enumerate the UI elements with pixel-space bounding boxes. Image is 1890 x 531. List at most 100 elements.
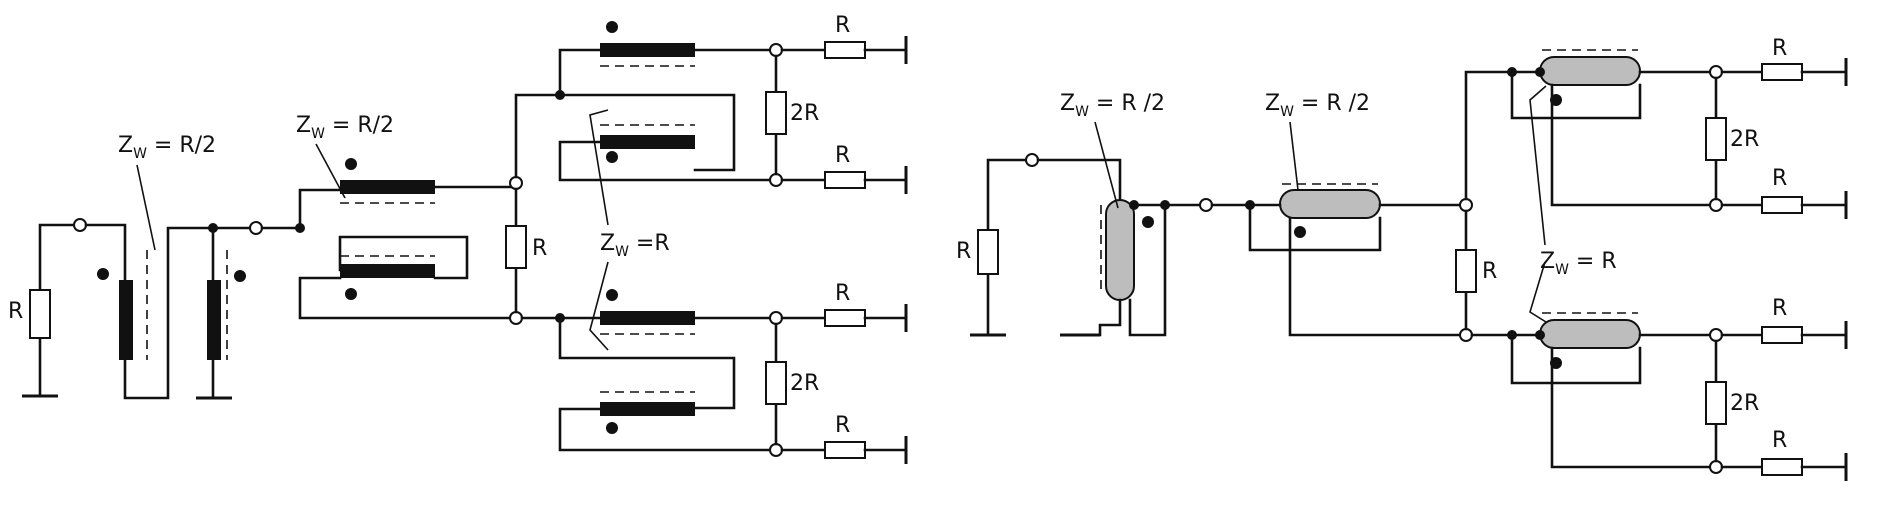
right-input-terminal [1025,153,1039,167]
left-input-terminal [73,218,87,232]
right-s2a-out-bottom [1550,83,1718,207]
left-stage1-bottom-wire [298,276,518,320]
right-circuit: R ZW = R /2 ZW = R /2 [956,36,1848,481]
left-mid-terminal-top [509,176,523,190]
left-out2-label: R [835,143,850,168]
left-stage1-dot-top [345,158,357,170]
right-bridge-top-resistor [1705,117,1727,161]
right-source-resistor-label: R [956,239,971,264]
right-mid-terminal-top [1459,198,1473,212]
left-out1-label: R [835,13,850,38]
right-zw-leader-1 [1094,121,1119,209]
left-out3-label: R [835,281,850,306]
right-out4-label: R [1772,428,1787,453]
right-s2a-junction [1535,67,1545,77]
right-zw-leader-3b [1529,261,1547,323]
left-s2b-core [600,135,695,149]
right-s2a-loop [1510,70,1642,120]
left-s2d-loop [558,316,736,410]
right-stage1-out-bottom [1288,216,1468,337]
left-out-terminal-3 [769,311,783,325]
right-mid-resistor [1455,249,1477,293]
right-out2-resistor [1761,196,1803,214]
left-mid-resistor-label: R [532,236,547,261]
left-zw-label-2: ZW = R/2 [296,113,394,142]
left-out-terminal-2 [769,173,783,187]
right-zw-label-3: ZW = R [1540,249,1617,278]
left-s2c-core [600,311,695,325]
left-zw-leader-3a [589,109,609,226]
right-out-terminal-4 [1709,460,1723,474]
left-circuit: ZW = R/2 ZW = R/2 R [8,13,908,464]
left-balun-core-1 [119,280,133,360]
left-input-wire [84,223,127,292]
left-bridge-bottom-label: 2R [790,371,819,396]
left-bridge-top-resistor [765,91,787,135]
right-source-wire [986,158,1028,337]
left-out2-resistor [824,171,866,189]
left-bridge-bottom-resistor [765,361,787,405]
right-zw-leader-3a [1529,85,1547,246]
right-out1-label: R [1772,36,1787,61]
left-s2d-core [600,402,695,416]
right-stage1-coax [1279,189,1381,219]
right-zw-label-2: ZW = R /2 [1265,91,1370,120]
left-stage1-bottom-loop [338,235,469,280]
right-stage1-loop [1248,203,1382,252]
left-balun-core-2 [207,280,221,360]
left-s2b-dot [606,151,618,163]
right-input-wire [1036,158,1122,202]
left-out4-resistor [824,441,866,459]
left-stage1-core-bottom [340,264,435,278]
left-source-resistor-label: R [8,299,23,324]
right-out-terminal-2 [1709,198,1723,212]
right-balun-ground-wire [1098,298,1122,337]
right-node-terminal [1199,198,1213,212]
left-stage1-top-wire [298,188,342,230]
left-out3-resistor [824,309,866,327]
left-s2b-wire [558,140,778,182]
left-out-terminal-4 [769,443,783,457]
left-s2a-wire [558,48,602,97]
left-stage1-dot-bottom [345,288,357,300]
right-zw-label-1: ZW = R /2 [1060,91,1165,120]
right-upper-bus [1464,70,1514,201]
right-s2b-loop [1510,333,1642,385]
right-balun-coax [1105,199,1135,301]
right-source-resistor [977,229,999,275]
left-mid-resistor [505,225,527,269]
left-zw-label-1: ZW = R/2 [118,133,216,162]
left-balun-loop [123,226,217,400]
right-bridge-bottom-label: 2R [1730,391,1759,416]
left-s2b-loop [558,93,736,172]
left-mid-terminal-bottom [509,311,523,325]
left-upper-bus [514,93,562,179]
right-s2b-out-bottom [1550,346,1718,469]
left-balun-dot-1 [97,268,109,280]
right-s2a-coax [1539,56,1641,86]
left-node-terminal [249,221,263,235]
left-out1-resistor [824,41,866,59]
left-zw-label-3: ZW =R [600,231,670,260]
right-mid-terminal-bottom [1459,328,1473,342]
right-balun-return [1128,203,1167,337]
right-out3-resistor [1761,326,1803,344]
right-out1-resistor [1761,63,1803,81]
right-bridge-top-label: 2R [1730,127,1759,152]
left-zw-leader-1 [136,164,156,251]
right-out2-label: R [1772,166,1787,191]
left-zw-leader-3b [589,261,609,351]
left-stage1-core-top [340,180,435,194]
left-s2c-dot [606,289,618,301]
right-zw-leader-2 [1289,121,1299,191]
left-source-resistor [29,289,51,339]
right-balun-dot [1142,216,1154,228]
right-out-terminal-3 [1709,328,1723,342]
right-out3-label: R [1772,296,1787,321]
right-stage1-dot [1294,226,1306,238]
left-s2a-core [600,43,695,57]
left-s2a-dot [606,21,618,33]
right-out-terminal-1 [1709,65,1723,79]
right-mid-resistor-label: R [1482,259,1497,284]
left-out-terminal-1 [769,43,783,57]
